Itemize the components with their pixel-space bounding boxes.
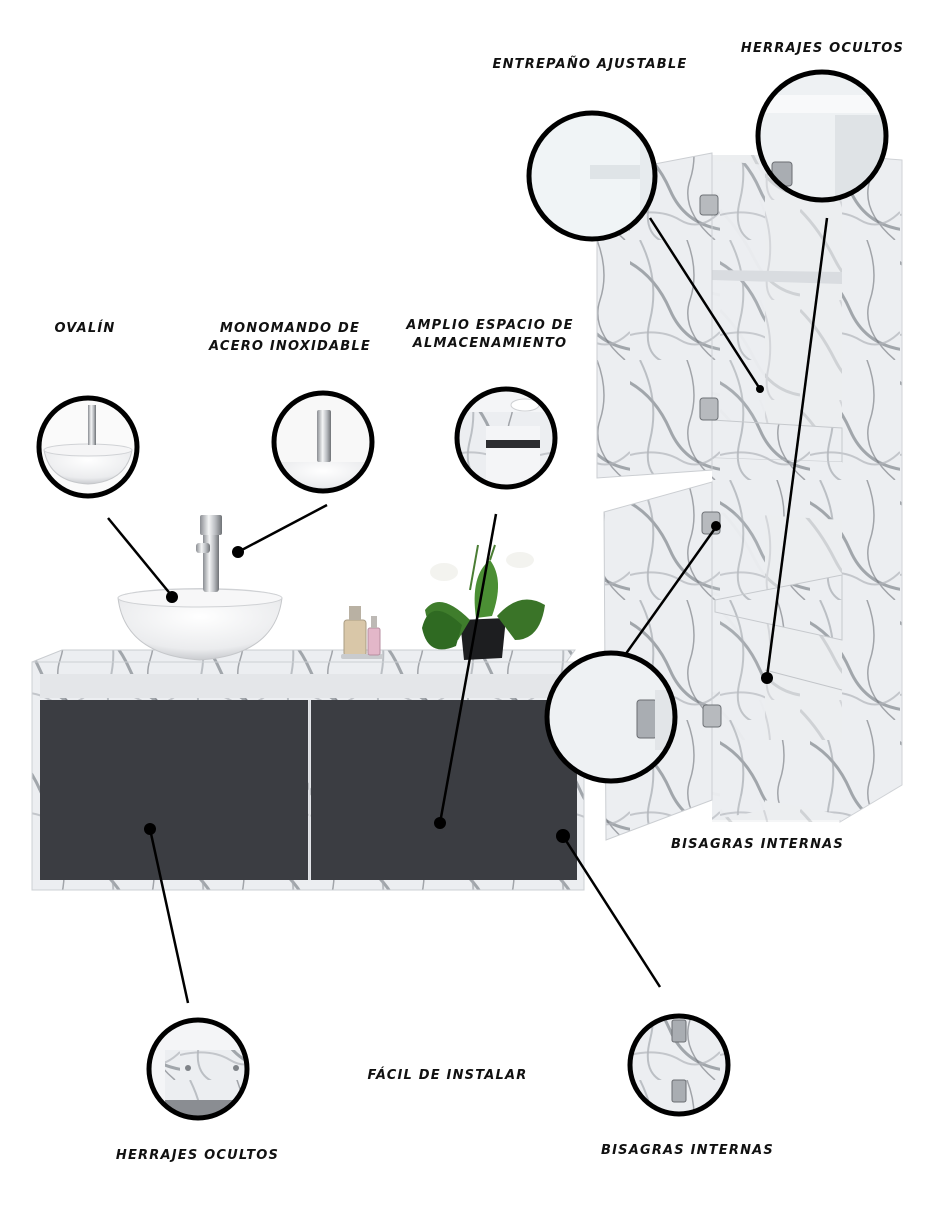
vessel-sink bbox=[117, 588, 283, 661]
label-monomando: MONOMANDO DE ACERO INOXIDABLE bbox=[195, 320, 385, 356]
vanity-cabinet bbox=[31, 649, 585, 891]
callout-storage-space bbox=[454, 386, 558, 490]
label-amplio-espacio: AMPLIO ESPACIO DE ALMACENAMIENTO bbox=[395, 317, 585, 353]
leader-lines bbox=[107, 217, 829, 1004]
label-bisagras-mid: BISAGRAS INTERNAS bbox=[671, 837, 844, 852]
callout-vessel-sink bbox=[36, 395, 140, 499]
label-monomando-line2: ACERO INOXIDABLE bbox=[209, 339, 371, 354]
label-bisagras-bottom: BISAGRAS INTERNAS bbox=[601, 1143, 774, 1158]
label-facil-instalar: FÁCIL DE INSTALAR bbox=[367, 1068, 528, 1083]
vanity-door-right bbox=[311, 700, 577, 880]
faucet bbox=[196, 515, 222, 592]
tall-cabinet bbox=[596, 152, 903, 841]
label-monomando-line1: MONOMANDO DE bbox=[219, 321, 361, 336]
leader-dots bbox=[144, 385, 773, 843]
label-ovalin: OVALÍN bbox=[54, 321, 116, 336]
callout-hidden-hardware-bottom bbox=[146, 1017, 250, 1121]
callout-hidden-hardware-top bbox=[755, 69, 889, 203]
perfume-bottles bbox=[341, 606, 383, 659]
label-herrajes-bottom: HERRAJES OCULTOS bbox=[115, 1148, 280, 1163]
label-herrajes-top: HERRAJES OCULTOS bbox=[740, 41, 905, 56]
label-amplio-line1: AMPLIO ESPACIO DE bbox=[406, 318, 574, 333]
callout-internal-hinges-bottom bbox=[627, 1013, 731, 1117]
callout-internal-hinges-mid bbox=[544, 650, 678, 784]
callout-faucet bbox=[271, 390, 375, 494]
potted-plant bbox=[422, 544, 545, 660]
label-amplio-line2: ALMACENAMIENTO bbox=[412, 336, 568, 351]
label-entrepano: ENTREPAÑO AJUSTABLE bbox=[492, 57, 688, 72]
vanity-door-left bbox=[40, 700, 308, 880]
